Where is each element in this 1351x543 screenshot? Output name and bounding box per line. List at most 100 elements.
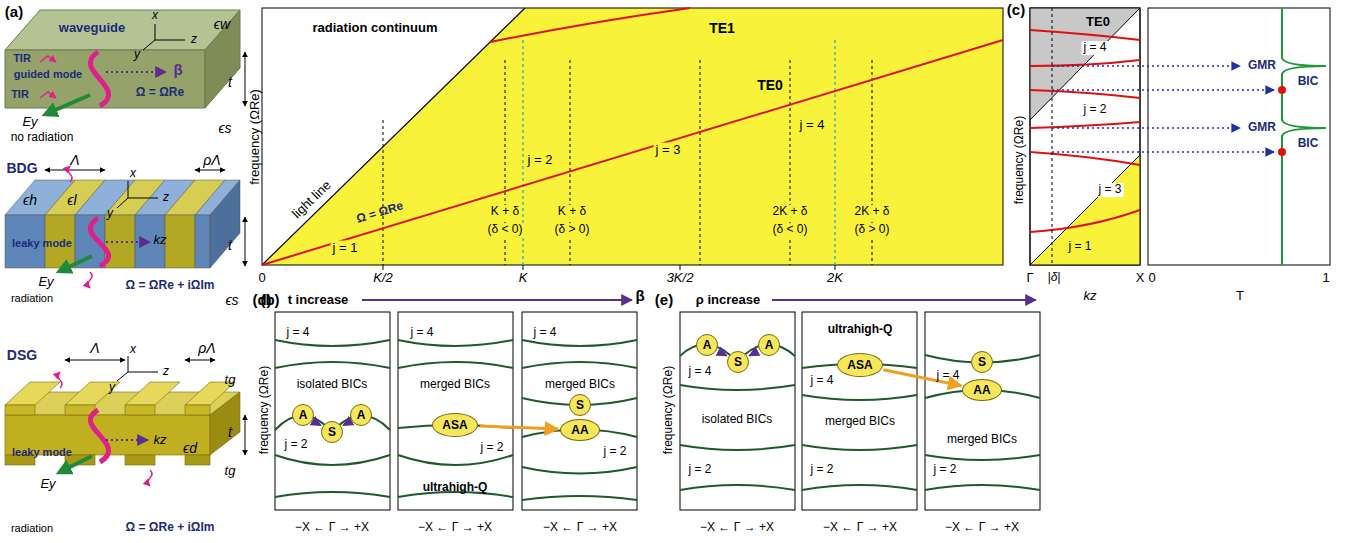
label: j = 4 (533, 326, 556, 340)
label: ϵl (67, 192, 76, 208)
label: waveguide (59, 21, 125, 36)
label: j = 1 (331, 241, 360, 256)
label: j = 2 (688, 463, 711, 477)
mode-marker: S (971, 351, 993, 373)
label: 3K/2 (667, 271, 694, 286)
label: z (163, 191, 169, 205)
label: ρΛ (198, 340, 215, 356)
mode-marker: S (727, 351, 749, 373)
label: Ey (38, 275, 53, 290)
label: ϵs (225, 292, 238, 308)
label: BIC (1298, 137, 1319, 151)
label: leaky mode (12, 446, 72, 459)
label: j = 2 (933, 463, 956, 477)
label: |δ| (1048, 271, 1061, 285)
mode-marker: AA (962, 379, 1002, 401)
node-text: A (703, 338, 712, 352)
label: j = 4 (798, 118, 827, 133)
label: j = 2 (603, 445, 626, 459)
label: 2K + δ (770, 205, 809, 219)
label: radiation continuum (313, 21, 438, 36)
mode-marker: A (350, 404, 372, 426)
label: (c) (1007, 1, 1025, 18)
label: TIR (11, 88, 29, 101)
label: −X ← Γ → +X (418, 521, 492, 535)
label: 0 (1148, 271, 1155, 286)
node-text: ASA (442, 418, 467, 432)
connector-arrow (883, 370, 961, 386)
label: (δ > 0) (852, 223, 891, 237)
label: no radiation (11, 131, 74, 145)
label: z (163, 365, 169, 379)
label: TE0 (757, 77, 783, 93)
label: z (191, 33, 197, 47)
label: radiation (11, 292, 53, 305)
label: x (130, 343, 136, 357)
label: j = 2 (810, 463, 833, 477)
label: DSG (7, 347, 37, 363)
node-text: AA (973, 383, 990, 397)
label: x (152, 9, 158, 23)
node-text: A (299, 408, 308, 422)
label: (δ > 0) (552, 223, 591, 237)
label: j = 2 (284, 438, 307, 452)
label: Λ (70, 152, 79, 168)
node-text: ASA (847, 358, 872, 372)
connector-arrow (718, 351, 726, 355)
label: merged BICs (825, 415, 895, 429)
connector-arrow (480, 426, 558, 429)
label: −X ← Γ → +X (700, 521, 774, 535)
label: TE1 (709, 20, 735, 36)
label: K (519, 271, 528, 286)
label: 2K + δ (852, 205, 891, 219)
label: frequency (ΩRe) (248, 89, 263, 185)
label: −X ← Γ → +X (543, 521, 617, 535)
node-text: A (765, 338, 774, 352)
label: ϵs (218, 120, 231, 136)
label: Ω = ΩRe (136, 86, 184, 100)
label: Ω = ΩRe + iΩIm (126, 279, 215, 293)
label: K/2 (373, 271, 393, 286)
label: j = 2 (480, 441, 503, 455)
connector-arrow (343, 422, 350, 426)
label: kz (1084, 289, 1097, 304)
label: t (228, 424, 232, 440)
label: isolated BICs (702, 413, 773, 427)
label: tg (225, 373, 236, 388)
label: (δ < 0) (485, 223, 524, 237)
label: j = 4 (688, 365, 711, 379)
label: guided mode (14, 68, 82, 81)
node-text: A (357, 408, 366, 422)
label: t (228, 237, 232, 253)
label: j = 4 (286, 326, 309, 340)
label: (e) (655, 291, 673, 308)
label: (d) (252, 291, 271, 308)
label: j = 4 (410, 326, 433, 340)
node-text: S (978, 355, 986, 369)
label: merged BICs (545, 378, 615, 392)
label: j = 1 (1066, 240, 1093, 254)
label: T (1236, 289, 1244, 304)
label: TE0 (1084, 15, 1112, 30)
label: −X ← Γ → +X (823, 521, 897, 535)
label: ρ increase (696, 293, 760, 308)
label: kz (154, 433, 167, 448)
label: ϵw (214, 16, 230, 32)
label: BIC (1298, 75, 1319, 89)
label: merged BICs (420, 378, 490, 392)
label: t increase (288, 293, 349, 308)
label: −X ← Γ → +X (945, 521, 1019, 535)
label: (a) (5, 3, 23, 20)
label: t (228, 74, 232, 90)
label: Λ (90, 340, 99, 356)
label: BDG (6, 160, 37, 176)
mode-marker: S (321, 421, 343, 443)
label: 1 (1322, 271, 1329, 286)
label: j = 3 (1096, 183, 1123, 197)
label: −X ← Γ → +X (295, 521, 369, 535)
label: frequency (ΩRe) (1013, 116, 1027, 204)
label: j = 4 (1081, 41, 1108, 55)
label: GMR (1248, 59, 1276, 73)
label: tg (225, 464, 236, 479)
label: K + δ (556, 205, 588, 219)
